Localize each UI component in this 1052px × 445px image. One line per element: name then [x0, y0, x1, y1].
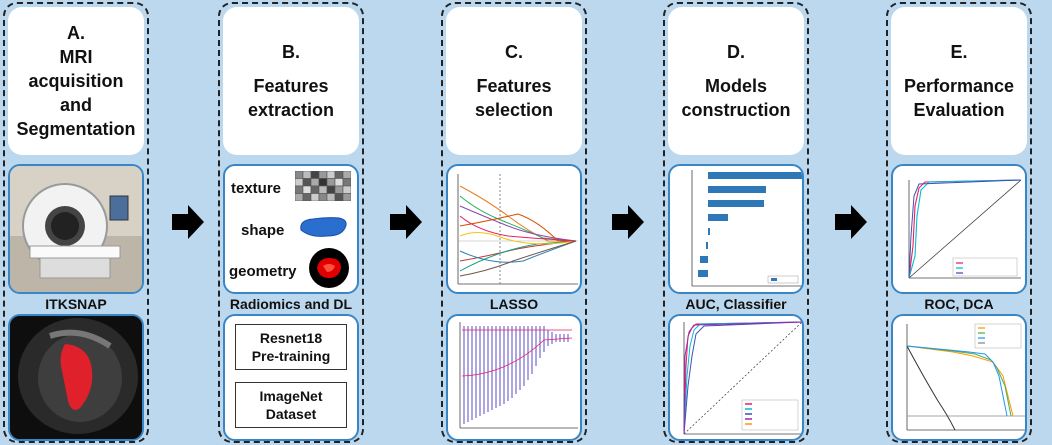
stage-b-caption: Radiomics and DL [229, 296, 353, 312]
stage-a-caption: ITKSNAP [45, 296, 107, 312]
feature-importance-bar-plot [668, 164, 804, 294]
lasso-cv-error-plot [446, 314, 582, 441]
stage-e-caption: ROC, DCA [924, 296, 994, 312]
resnet-line: Resnet18 [259, 330, 323, 346]
decision-curve-plot [891, 314, 1027, 441]
stage-b-title-line: Features [253, 76, 329, 96]
segmentation-image [8, 314, 144, 441]
stage-a-letter: A. [67, 23, 85, 43]
stage-c-letter: C. [505, 42, 523, 62]
lasso-coefficient-path-plot [446, 164, 582, 294]
geometry-volume-icon [309, 248, 349, 288]
stage-e-title-line: Performance [903, 76, 1015, 96]
stage-a-title-line: acquisition [28, 71, 124, 91]
stage-b-title-line: extraction [247, 100, 335, 120]
stage-a: A. MRI acquisition and Segmentation ITKS… [3, 2, 149, 443]
stage-c-title-line: selection [474, 100, 554, 120]
stage-c-caption: LASSO [489, 296, 539, 312]
resnet-line: Pre-training [251, 348, 331, 364]
imagenet-line: Dataset [265, 406, 317, 422]
texture-label: texture [231, 180, 282, 197]
deep-learning-card: Resnet18 Pre-training ImageNet Dataset [223, 314, 359, 441]
geometry-label: geometry [229, 263, 297, 280]
features-card: texture shape geometry [223, 164, 359, 294]
imagenet-line: ImageNet [259, 388, 323, 404]
stage-c-title-box: C. Features selection [446, 7, 582, 155]
stage-d-title-box: D. Models construction [668, 7, 804, 155]
arrow-right-icon [390, 205, 422, 239]
model-roc-plot [668, 314, 804, 441]
stage-d: D. Models construction AUC, Classifier [663, 2, 809, 443]
arrow-right-icon [172, 205, 204, 239]
roc-curve-plot [891, 164, 1027, 294]
stage-d-title-line: Models [704, 76, 767, 96]
stage-e: E. Performance Evaluation ROC, DCA [886, 2, 1032, 443]
resnet-box: Resnet18 Pre-training [235, 324, 347, 370]
stage-b-title-box: B. Features extraction [223, 7, 359, 155]
stage-a-title-line: MRI [59, 47, 93, 67]
stage-c: C. Features selection LASSO [441, 2, 587, 443]
texture-grid-icon [295, 171, 351, 201]
shape-blob-icon [300, 217, 347, 237]
stage-a-title-line: and [59, 95, 92, 115]
shape-label: shape [241, 222, 285, 239]
stage-d-letter: D. [727, 42, 745, 62]
mri-scanner-image [8, 164, 144, 294]
stage-d-caption: AUC, Classifier [685, 296, 787, 312]
stage-e-letter: E. [950, 42, 968, 62]
imagenet-box: ImageNet Dataset [235, 382, 347, 428]
arrow-right-icon [835, 205, 867, 239]
stage-e-title-box: E. Performance Evaluation [891, 7, 1027, 155]
arrow-right-icon [612, 205, 644, 239]
stage-b-letter: B. [282, 42, 300, 62]
stage-d-title-line: construction [681, 100, 791, 120]
stage-a-title-box: A. MRI acquisition and Segmentation [8, 7, 144, 155]
stage-c-title-line: Features [476, 76, 552, 96]
stage-b: B. Features extraction texture shape geo… [218, 2, 364, 443]
stage-e-title-line: Evaluation [913, 100, 1005, 120]
stage-a-title-line: Segmentation [16, 119, 136, 139]
